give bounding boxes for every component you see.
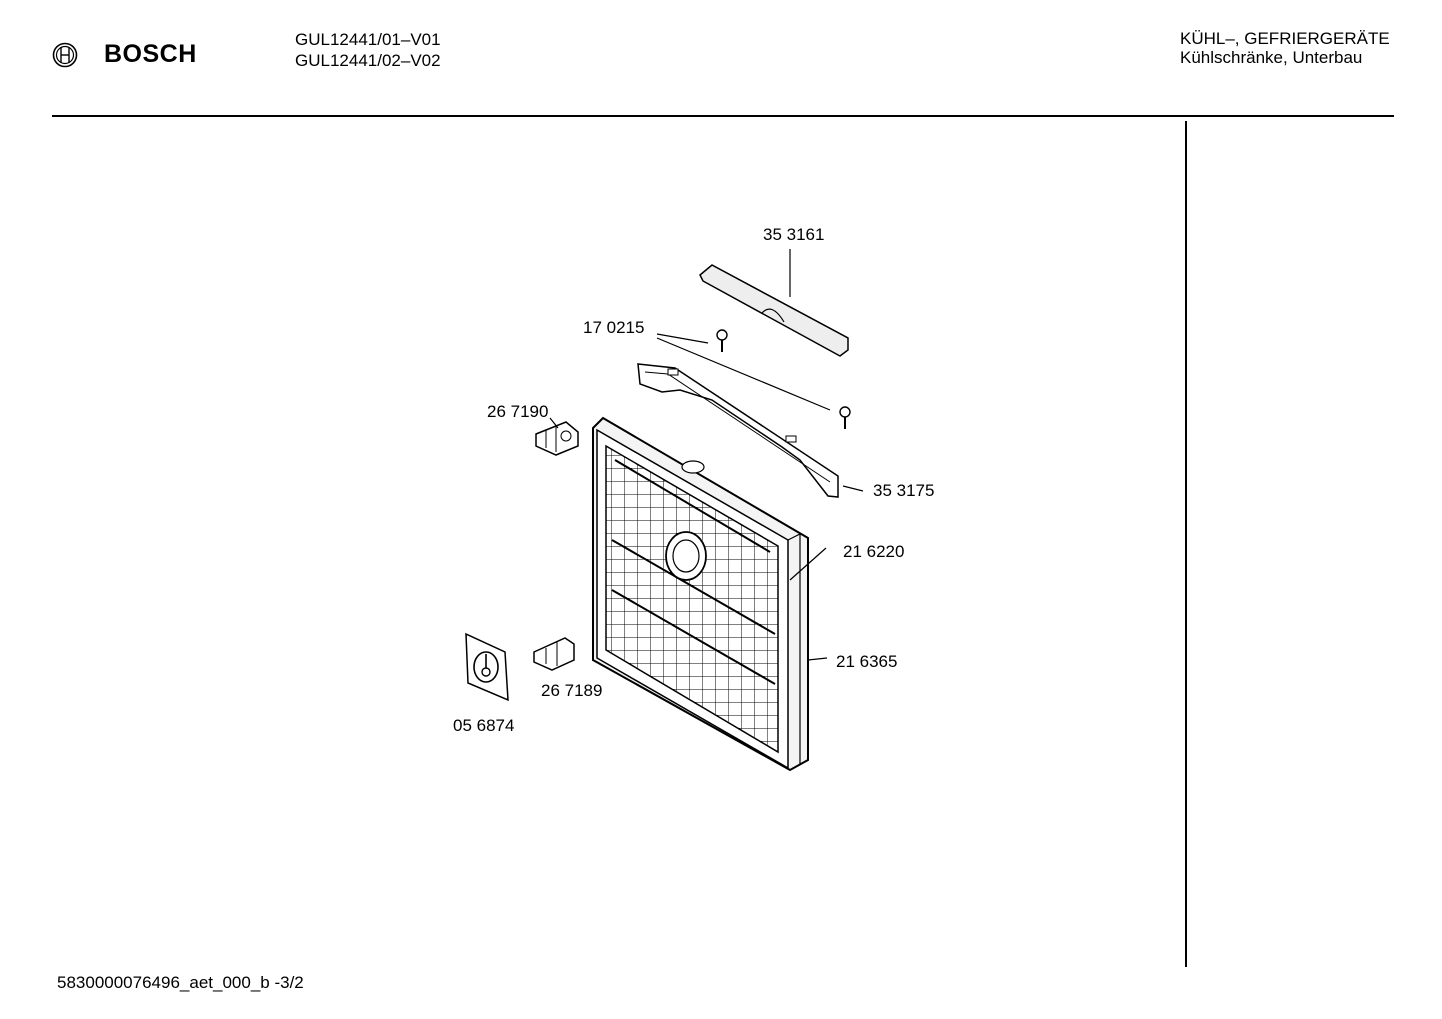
label-216365: 21 6365 — [836, 652, 897, 671]
part-knob-plate-056874[interactable] — [465, 632, 509, 702]
document-id: 5830000076496_aet_000_b -3/2 — [57, 973, 304, 992]
label-267189: 26 7189 — [541, 681, 602, 700]
leader-216365 — [807, 657, 828, 661]
leader-170215-a — [656, 333, 709, 344]
part-hinge-bracket-267190[interactable] — [535, 421, 579, 456]
category-title: KÜHL–, GEFRIERGERÄTE — [1180, 29, 1390, 48]
part-door-panel-216220[interactable] — [592, 416, 809, 772]
leader-267190 — [549, 417, 559, 429]
bosch-armature-icon — [52, 42, 78, 67]
label-056874: 05 6874 — [453, 716, 514, 735]
bosch-logo: BOSCH — [52, 40, 197, 69]
part-mounting-rail-353175[interactable] — [637, 363, 839, 498]
part-screw-170215-a[interactable] — [716, 329, 728, 352]
brand-name: BOSCH — [104, 40, 197, 68]
label-267190: 26 7190 — [487, 402, 548, 421]
label-170215: 17 0215 — [583, 318, 644, 337]
label-353161: 35 3161 — [763, 225, 824, 244]
side-divider — [1185, 121, 1187, 967]
part-cover-strip-353161[interactable] — [699, 264, 849, 357]
leader-216220 — [789, 547, 827, 581]
part-screw-170215-b[interactable] — [839, 406, 851, 429]
header-divider — [52, 115, 1394, 117]
leader-170215-b — [656, 337, 831, 411]
label-353175: 35 3175 — [873, 481, 934, 500]
label-216220: 21 6220 — [843, 542, 904, 561]
leader-353175 — [842, 485, 864, 492]
model-number-2: GUL12441/02–V02 — [295, 51, 441, 70]
model-number-1: GUL12441/01–V01 — [295, 30, 441, 49]
category-subtitle: Kühlschränke, Unterbau — [1180, 48, 1363, 67]
part-hinge-bracket-267189[interactable] — [533, 637, 575, 671]
